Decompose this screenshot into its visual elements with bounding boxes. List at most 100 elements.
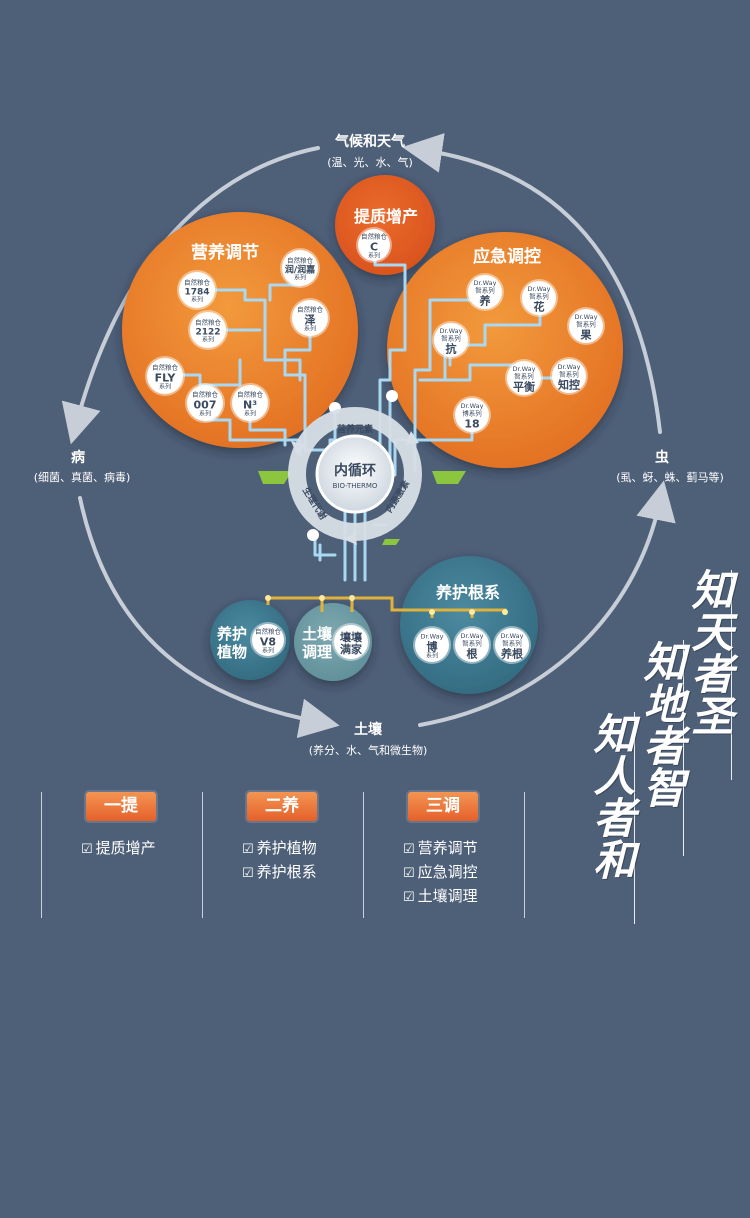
center-arc-top: 营养元素 xyxy=(337,423,373,435)
legend-item: ☑养护根系 xyxy=(242,860,317,884)
product-node-badge xyxy=(455,398,489,432)
junction-dots xyxy=(265,595,508,615)
plants-title-l1: 养护 xyxy=(216,625,247,643)
cycle-diagram: 气候和天气 (温、光、水、气) 病 (细菌、真菌、病毒) 虫 (虱、蚜、蛛、蓟马… xyxy=(34,133,724,757)
product-node-mid: 智系列 xyxy=(529,292,549,301)
cycle-bottom-title: 土壤 xyxy=(354,721,383,738)
product-node-badge xyxy=(252,624,284,656)
product-node-badge xyxy=(455,628,489,662)
product-node-main: V8 xyxy=(260,635,276,648)
product-node-bottom: 系列 xyxy=(159,382,171,390)
legend-items-1: ☑提质增产 xyxy=(81,836,156,860)
check-icon: ☑ xyxy=(242,866,254,881)
legend-item: ☑养护植物 xyxy=(242,836,317,860)
product-node-top: Dr.Way xyxy=(513,365,536,373)
product-node-mid: 智系列 xyxy=(475,286,495,295)
legend-divider xyxy=(202,792,203,918)
check-icon: ☑ xyxy=(242,842,254,857)
product-node-top: 自然粮仓 xyxy=(237,389,264,398)
legend-column-1: 一提 ☑提质增产 xyxy=(41,792,201,918)
product-node-main: N³ xyxy=(243,398,257,411)
product-node-badge xyxy=(282,250,318,286)
legend-column-2: 二养 ☑养护植物 ☑养护根系 xyxy=(202,792,362,918)
product-node-top: Dr.Way xyxy=(421,632,444,640)
product-node-mid: 智系列 xyxy=(576,320,596,329)
check-icon: ☑ xyxy=(403,890,415,905)
product-node-badge xyxy=(179,272,215,308)
center-sub: BIO-THERMO xyxy=(333,482,378,490)
product-node-main2: 满家 xyxy=(340,642,363,656)
legend-divider-end xyxy=(524,792,525,918)
legend-head-1: 一提 xyxy=(86,792,156,821)
product-node-main: 2122 xyxy=(195,327,220,337)
product-node-badge xyxy=(187,385,223,421)
product-node-top: Dr.Way xyxy=(575,313,598,321)
center-cycle: 内循环 BIO-THERMO 营养元素 生理代谢 内源激素 xyxy=(288,407,422,545)
product-node-main: 抗 xyxy=(446,342,457,356)
product-node-mid: 博系列 xyxy=(462,409,482,418)
product-node-main: 18 xyxy=(464,418,479,431)
product-node-top: 自然粮仓 xyxy=(152,362,179,371)
cycle-bottom-sub: (养分、水、气和微生物) xyxy=(309,743,428,757)
product-node-badge xyxy=(495,628,529,662)
product-node-badge xyxy=(507,361,541,395)
product-node-bottom: 系列 xyxy=(368,251,380,259)
product-node-top: 自然粮仓 xyxy=(184,277,211,286)
product-node-main: 养根 xyxy=(500,647,524,661)
product-node-badge xyxy=(522,281,556,315)
product-node-top: Dr.Way xyxy=(461,632,484,640)
product-node-main: 润/润嘉 xyxy=(285,263,315,275)
calligraphy-line-2: 知地者智 xyxy=(637,640,686,808)
product-node-top: 自然粮仓 xyxy=(192,389,219,398)
legend-head-2: 二养 xyxy=(247,792,317,821)
emergency-title: 应急调控 xyxy=(473,246,541,267)
calligraphy-line-1: 知天者圣 xyxy=(685,568,734,736)
product-node-badge xyxy=(434,323,468,357)
product-node-badge xyxy=(292,300,328,336)
cycle-top-sub: (温、光、水、气) xyxy=(327,155,413,169)
product-node-bottom: 系列 xyxy=(426,651,438,659)
product-node-bottom: 系列 xyxy=(304,324,316,332)
product-node-main: 养 xyxy=(479,294,492,308)
legend-item: ☑营养调节 xyxy=(403,836,478,860)
product-node-top: 自然粮仓 xyxy=(297,304,324,313)
cycle-right-sub: (虱、蚜、蛛、蓟马等) xyxy=(616,470,724,484)
cycle-left-sub: (细菌、真菌、病毒) xyxy=(34,470,131,484)
product-node-mid: 智系列 xyxy=(441,334,461,343)
product-node-bottom: 系列 xyxy=(262,646,274,654)
product-node-main: 根 xyxy=(467,647,479,661)
plants-title-l2: 植物 xyxy=(217,643,247,661)
product-node-mid: 智系列 xyxy=(514,372,534,381)
emergency-bubble xyxy=(387,232,623,468)
product-node-mid: 智系列 xyxy=(502,639,522,648)
product-node-main: 007 xyxy=(194,398,217,411)
product-node-main: FLY xyxy=(155,371,177,384)
product-node-top: 自然粮仓 xyxy=(255,626,282,635)
product-node-main: 花 xyxy=(534,300,545,314)
product-node-main: 壤壤 xyxy=(340,630,363,644)
product-node-main: 知控 xyxy=(557,378,580,392)
product-node-bottom: 系列 xyxy=(294,273,306,281)
quality-title: 提质增产 xyxy=(354,207,418,226)
calligraphy-rule xyxy=(634,712,635,924)
check-icon: ☑ xyxy=(403,866,415,881)
product-node-badge xyxy=(569,309,603,343)
product-node-bottom: 系列 xyxy=(199,409,211,417)
product-node-top: 自然粮仓 xyxy=(287,255,314,264)
product-node-badge xyxy=(190,312,226,348)
product-node-main: C xyxy=(370,240,378,253)
legend-item: ☑提质增产 xyxy=(81,836,156,860)
soil-title-l1: 土壤 xyxy=(302,625,333,643)
product-node-top: Dr.Way xyxy=(501,632,524,640)
product-node-main: 泽 xyxy=(305,313,316,326)
